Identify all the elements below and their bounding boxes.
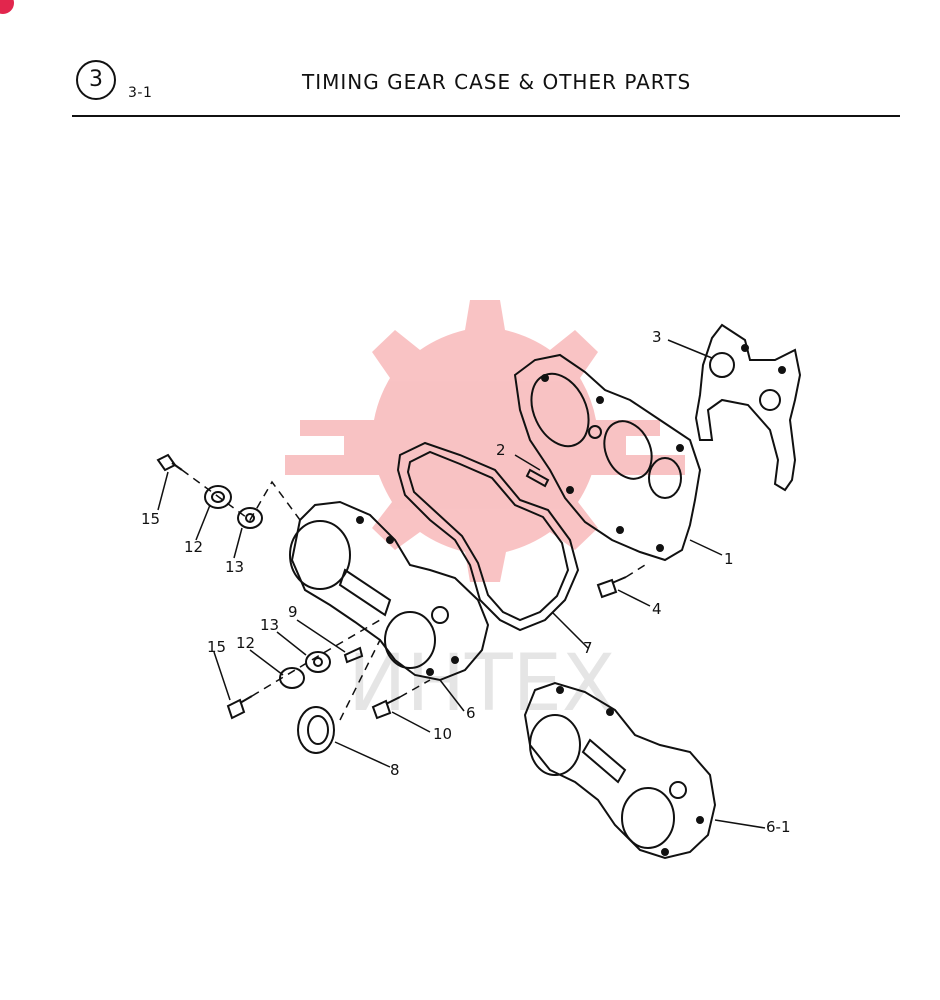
part-2-dowel-pin (525, 468, 550, 488)
part-12-cap-upper (204, 485, 232, 509)
callout-12-upper: 12 (184, 538, 203, 556)
callout-leaders (157, 339, 766, 829)
part-13-gasket-upper (237, 507, 263, 529)
gear-logo-watermark (285, 300, 685, 582)
watermark-text: ИНТЕХ (348, 639, 615, 729)
callout-7: 7 (583, 639, 593, 657)
part-12-cap-lower (279, 667, 305, 689)
callout-13-upper: 13 (225, 558, 244, 576)
section-subnumber: 3-1 (128, 85, 153, 101)
callout-13-lower: 13 (260, 616, 279, 634)
part-15-bolt-upper (156, 453, 183, 472)
part-7-gasket (396, 441, 580, 632)
part-13-gasket-lower (305, 651, 331, 673)
part-6-timing-cover (289, 500, 490, 682)
callout-3: 3 (652, 328, 662, 346)
callout-6-1: 6-1 (766, 818, 791, 836)
callout-15-upper: 15 (141, 510, 160, 528)
title-divider (72, 115, 900, 117)
callout-12-lower: 12 (236, 634, 255, 652)
part-4-bolt (596, 576, 627, 599)
callout-8: 8 (390, 761, 400, 779)
callout-10: 10 (433, 725, 452, 743)
part-10-bolt (371, 696, 401, 720)
corner-badge-icon (0, 0, 14, 14)
callout-15-lower: 15 (207, 638, 226, 656)
page-title: TIMING GEAR CASE & OTHER PARTS (302, 70, 692, 94)
callout-4: 4 (652, 600, 662, 618)
part-3-plate (694, 323, 802, 492)
part-6-1-cover-assembly (523, 681, 717, 860)
part-8-oil-seal (297, 706, 335, 754)
section-number-badge: 3 (76, 60, 116, 100)
callout-1: 1 (724, 550, 734, 568)
part-9-stud (343, 646, 364, 664)
part-15-bolt-lower (226, 695, 253, 720)
section-number: 3 (89, 67, 103, 92)
callout-2: 2 (496, 441, 506, 459)
callout-9: 9 (288, 603, 298, 621)
callout-6: 6 (466, 704, 476, 722)
assembly-guide-lines (181, 469, 646, 721)
part-1-gear-case (513, 353, 702, 562)
